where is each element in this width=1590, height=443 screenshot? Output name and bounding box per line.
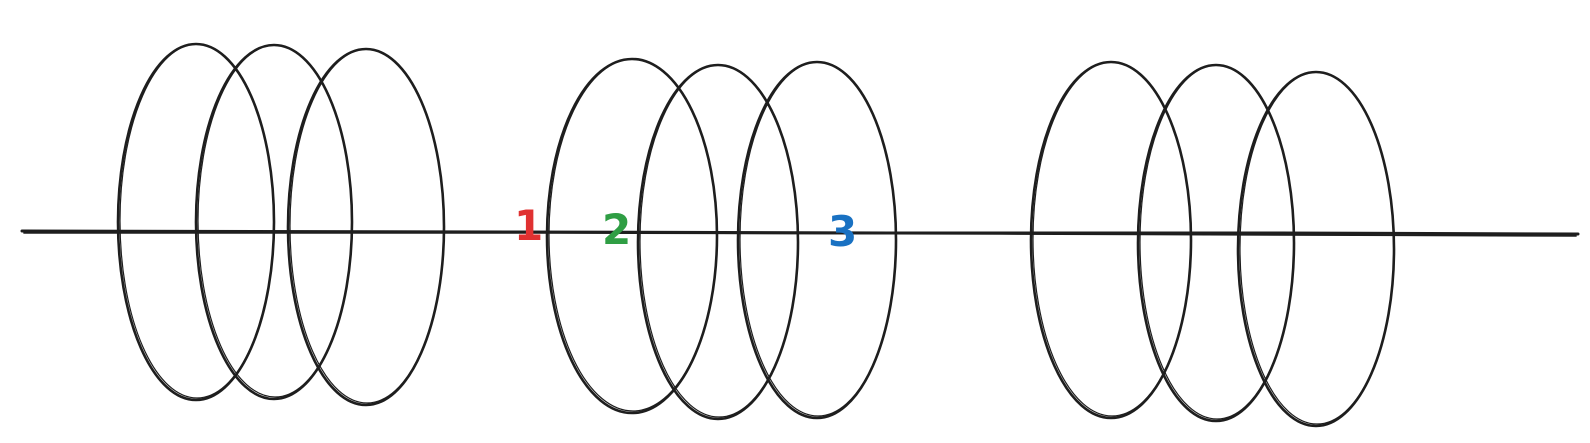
coil-loop [636, 63, 800, 421]
label-1: 1 [514, 201, 543, 250]
left-coil-group [116, 42, 446, 407]
label-2: 2 [602, 205, 631, 254]
coil-loop [1136, 63, 1296, 423]
axis-line [20, 229, 1580, 237]
coil-loop [1029, 60, 1193, 420]
coil-loop [286, 47, 446, 407]
middle-coil-group [545, 57, 898, 421]
right-coil-group [1029, 60, 1396, 428]
coil-loop [194, 43, 354, 401]
coil-loop [116, 42, 276, 402]
coil-loop [736, 60, 898, 420]
label-3: 3 [828, 207, 857, 256]
coil-loop [545, 57, 719, 415]
coil-loop [1236, 70, 1396, 428]
